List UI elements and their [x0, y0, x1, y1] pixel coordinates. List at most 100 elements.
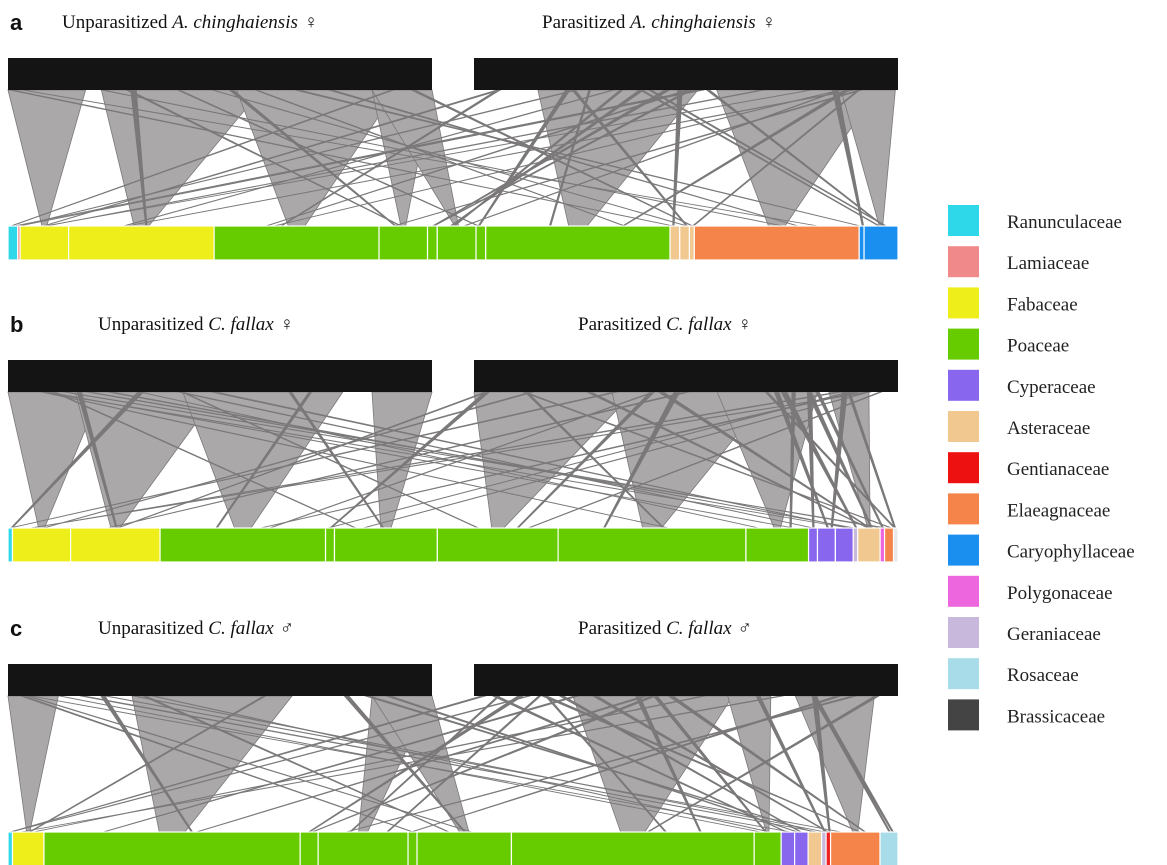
right-host-bar [474, 664, 898, 696]
plant-segment [317, 831, 409, 865]
plant-segment [333, 527, 438, 563]
plant-segment [693, 225, 860, 261]
left-host-title: Unparasitized C. fallax♀ [98, 314, 294, 335]
plant-segment [834, 527, 854, 563]
panel-letter: a [10, 10, 23, 35]
interaction-band [236, 89, 398, 227]
plant-segment [780, 831, 796, 865]
legend-item: Elaeagnaceae [948, 493, 1110, 525]
plant-segment [7, 831, 14, 865]
legend-swatch [948, 411, 979, 442]
panel-letter: c [10, 616, 22, 641]
legend-item: Asteraceae [948, 411, 1090, 442]
plant-segment [299, 831, 319, 865]
legend-label: Geraniaceae [1007, 624, 1101, 645]
left-host-title: Unparasitized C. fallax♂ [98, 618, 294, 639]
legend-label: Poaceae [1007, 336, 1069, 357]
panel-b: b Unparasitized C. fallax♀ Parasitized C. … [7, 312, 899, 563]
interaction-links [7, 391, 897, 529]
plant-segment [858, 225, 865, 261]
legend-label: Rosaceae [1007, 665, 1079, 686]
interaction-link [806, 391, 815, 529]
legend-label: Gentianaceae [1007, 459, 1109, 480]
plant-segment [485, 225, 671, 261]
plant-segment [669, 225, 681, 261]
plant-segment [19, 225, 70, 261]
legend-label: Ranunculaceae [1007, 212, 1122, 233]
plant-segment [510, 831, 755, 865]
plant-segment [745, 527, 810, 563]
plant-segment [816, 527, 836, 563]
plant-segment [426, 225, 438, 261]
plant-segment [794, 831, 809, 865]
plant-segment [825, 831, 832, 865]
legend-label: Asteraceae [1007, 418, 1090, 439]
legend-swatch [948, 287, 979, 319]
legend-swatch [948, 658, 979, 690]
plant-bar [7, 225, 899, 261]
plant-bar [7, 527, 899, 563]
left-host-bar [8, 664, 432, 696]
legend-label: Lamiaceae [1007, 253, 1089, 274]
plant-segment [557, 527, 747, 563]
right-host-bar [474, 58, 898, 90]
plant-segment [43, 831, 301, 865]
plant-segment [11, 527, 72, 563]
legend: RanunculaceaeLamiaceaeFabaceaePoaceaeCyp… [948, 205, 1135, 731]
legend-label: Fabaceae [1007, 294, 1078, 315]
legend-label: Caryophyllaceae [1007, 542, 1135, 563]
plant-segment [7, 225, 19, 261]
panel-letter: b [10, 312, 23, 337]
interaction-band [7, 89, 87, 227]
plant-segment [892, 527, 899, 563]
plant-segment [70, 527, 161, 563]
plant-segment [7, 527, 14, 563]
right-host-title: Parasitized C. fallax♀ [578, 314, 752, 335]
plant-segment [753, 831, 782, 865]
plant-segment [857, 527, 881, 563]
legend-swatch [948, 493, 979, 525]
left-host-title: Unparasitized A. chinghaiensis♀ [62, 12, 318, 33]
legend-item: Cyperaceae [948, 369, 1096, 401]
plant-segment [416, 831, 513, 865]
interaction-links [7, 89, 896, 227]
legend-item: Poaceae [948, 328, 1069, 360]
legend-item: Polygonaceae [948, 575, 1113, 607]
left-host-bar [8, 360, 432, 392]
legend-item: Ranunculaceae [948, 205, 1122, 236]
plant-segment [807, 831, 823, 865]
legend-swatch [948, 205, 979, 236]
plant-segment [852, 527, 859, 563]
legend-label: Cyperaceae [1007, 377, 1096, 398]
plant-segment [324, 527, 336, 563]
right-host-title: Parasitized C. fallax♂ [578, 618, 752, 639]
legend-swatch [948, 534, 979, 566]
plant-segment [829, 831, 881, 865]
legend-item: Geraniaceae [948, 617, 1101, 648]
plant-segment [378, 225, 429, 261]
plant-segment [879, 527, 886, 563]
right-host-bar [474, 360, 898, 392]
legend-item: Caryophyllaceae [948, 534, 1135, 566]
legend-swatch [948, 328, 979, 360]
plant-segment [883, 527, 895, 563]
legend-swatch [948, 699, 979, 731]
right-host-title: Parasitized A. chinghaiensis♀ [542, 12, 776, 33]
legend-swatch [948, 617, 979, 648]
plant-segment [475, 225, 487, 261]
plant-segment [68, 225, 215, 261]
plant-segment [407, 831, 418, 865]
legend-item: Gentianaceae [948, 452, 1109, 484]
legend-item: Rosaceae [948, 658, 1079, 690]
legend-label: Elaeagnaceae [1007, 500, 1110, 521]
plant-segment [679, 225, 691, 261]
plant-segment [863, 225, 899, 261]
legend-label: Polygonaceae [1007, 583, 1113, 604]
plant-segment [436, 225, 477, 261]
legend-swatch [948, 246, 979, 278]
plant-segment [213, 225, 380, 261]
plant-segment [688, 225, 695, 261]
panel-a: a Unparasitized A. chinghaiensis♀ Parasiti… [7, 10, 899, 261]
interaction-links [7, 695, 895, 833]
